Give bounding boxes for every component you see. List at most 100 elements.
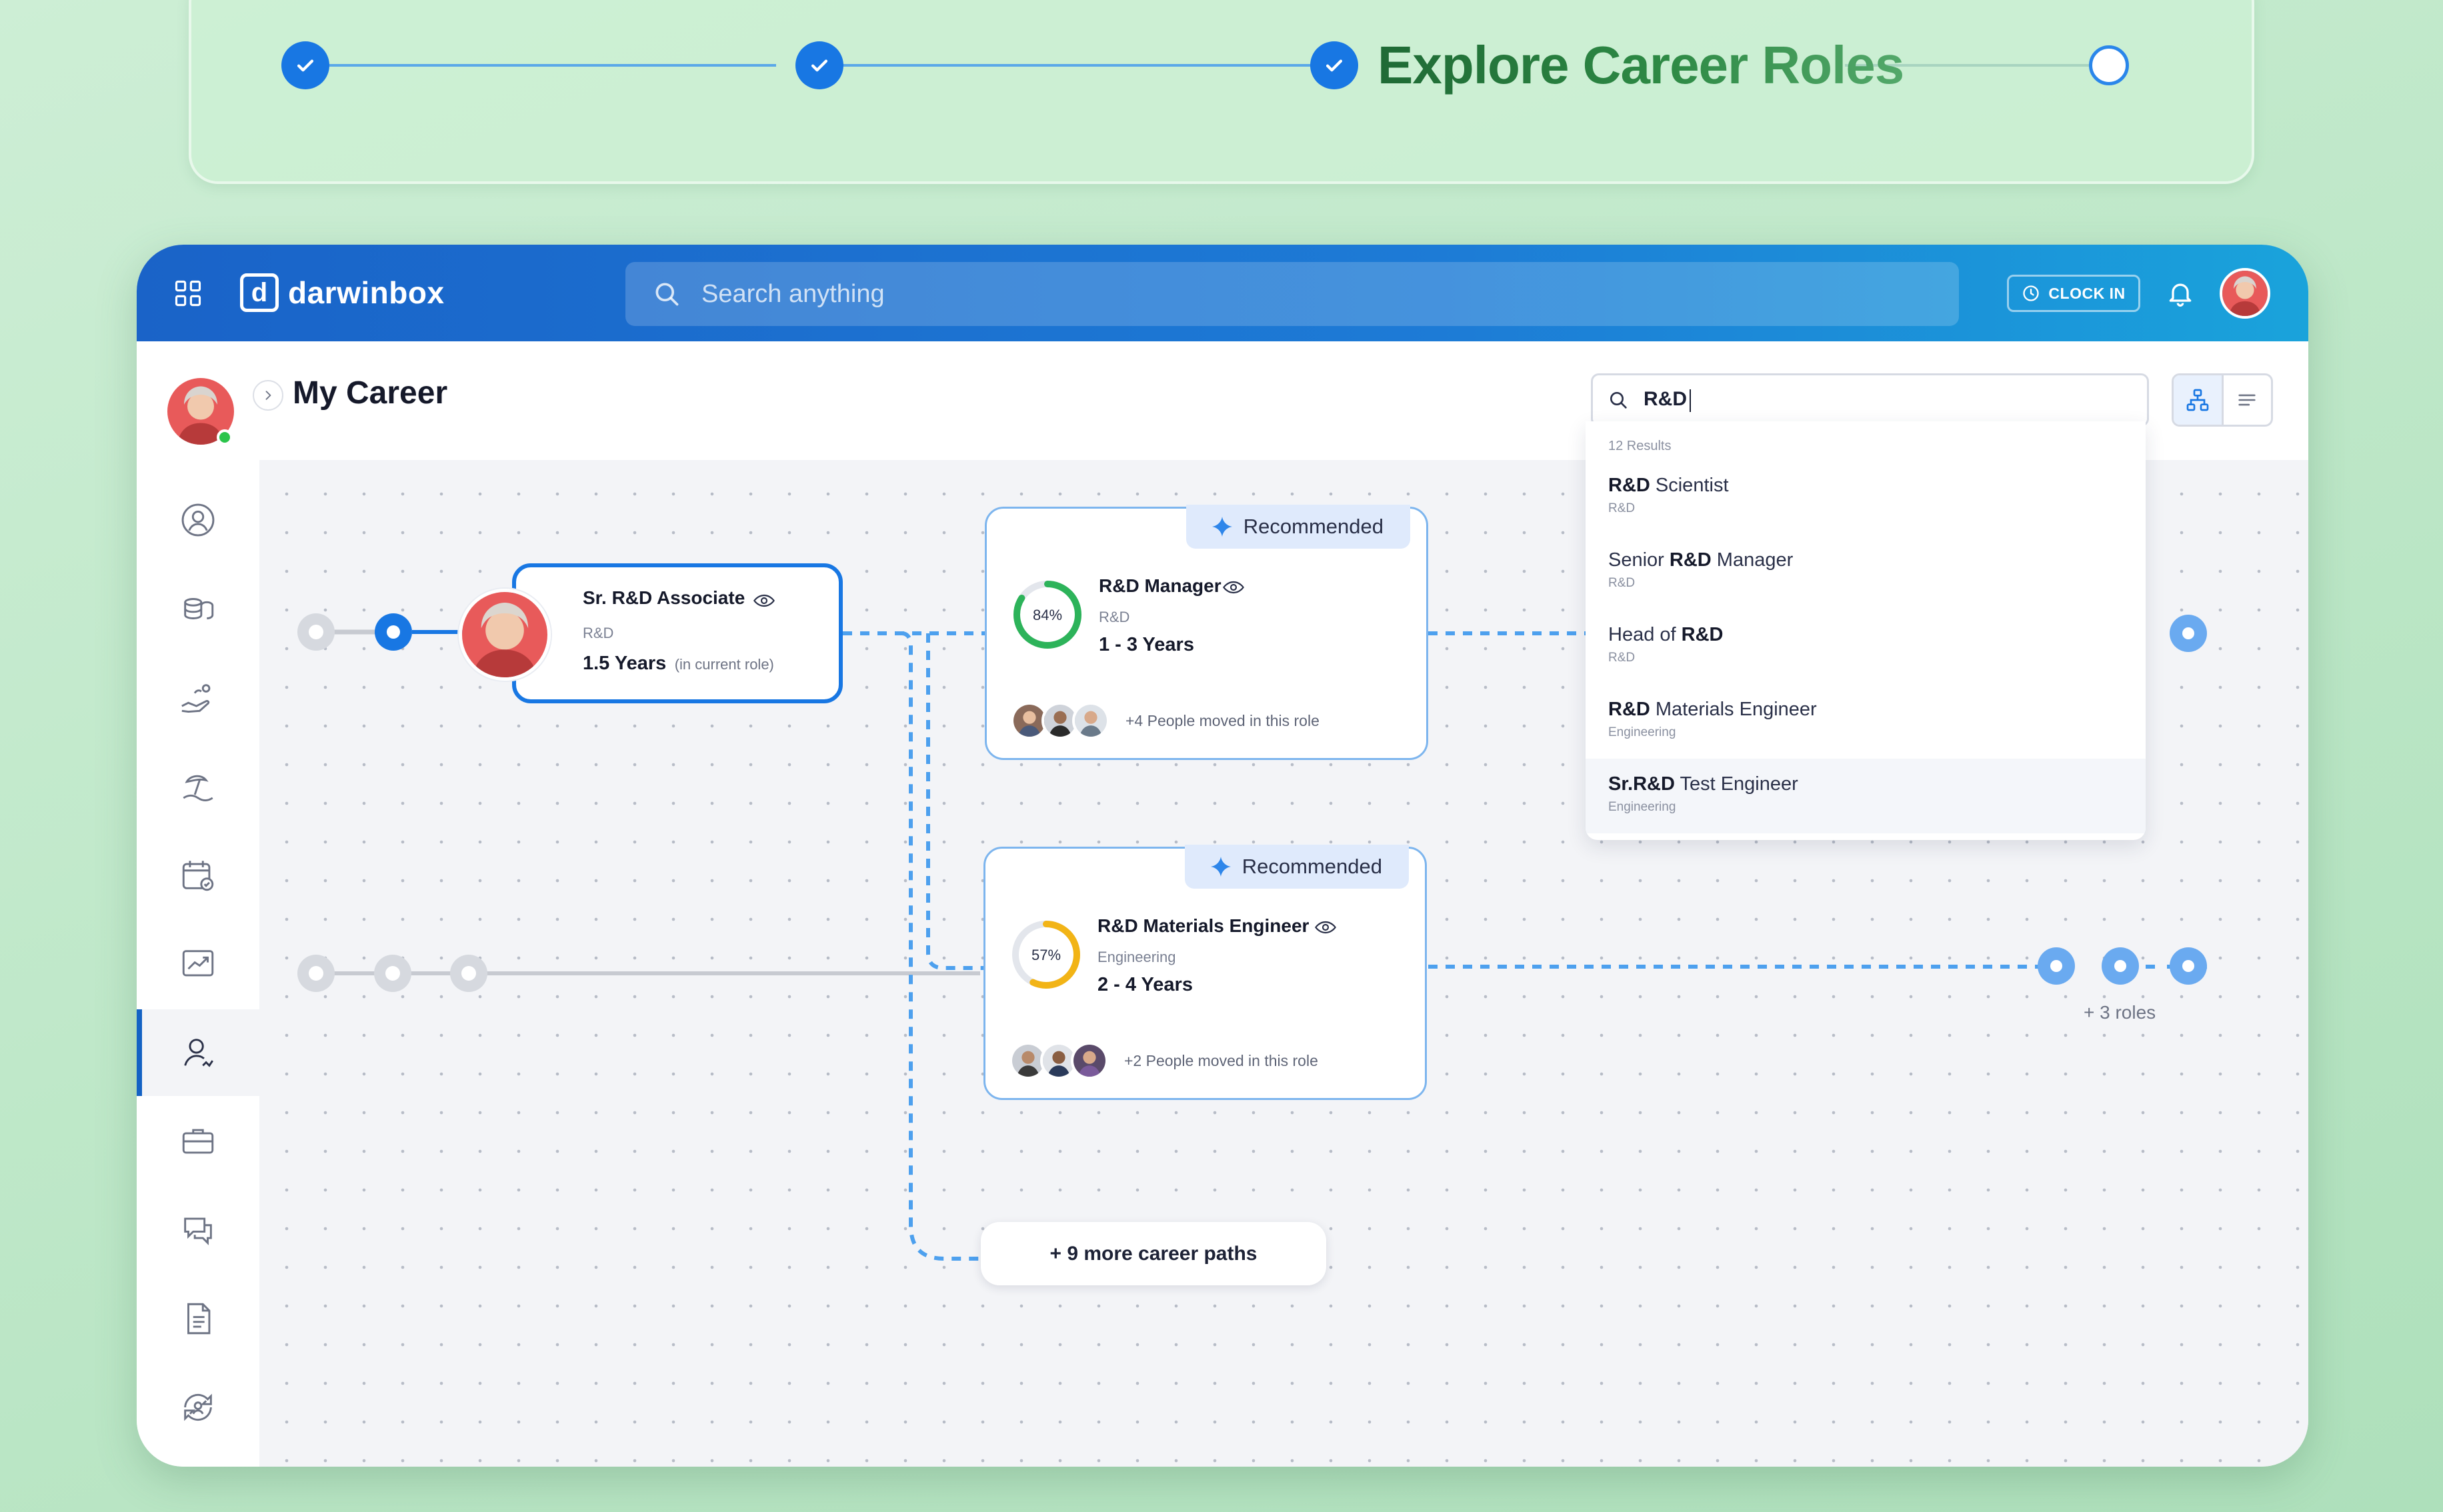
clock-in-button[interactable]: CLOCK IN (2007, 275, 2140, 312)
recommended-badge: Recommended (1185, 505, 1410, 549)
sidebar-item-payroll[interactable] (137, 565, 259, 652)
checkmark-icon (1326, 59, 1343, 72)
person-avatar (1040, 1042, 1077, 1079)
future-role-node[interactable] (2170, 947, 2207, 985)
role-department: Engineering (1097, 949, 1176, 965)
eye-icon[interactable] (1315, 919, 1336, 935)
role-department: R&D (583, 625, 614, 641)
person-avatar (1071, 1042, 1108, 1079)
sidebar-item-jobs[interactable] (137, 1098, 259, 1185)
chat-icon (184, 1217, 212, 1245)
clock-in-label: CLOCK IN (2048, 284, 2126, 302)
role-department: R&D (1099, 609, 1130, 625)
stepper-connector (831, 64, 1312, 67)
exit-cycle-icon (184, 1393, 212, 1421)
sidebar-expand-button[interactable] (253, 380, 283, 411)
checkmark-icon (297, 59, 314, 72)
chevron-right-icon (265, 391, 271, 400)
role-title: R&D Materials Engineer (1097, 915, 1310, 936)
past-role-node[interactable] (297, 613, 335, 651)
sidebar-item-documents[interactable] (137, 1275, 259, 1362)
briefcase-icon (182, 1129, 214, 1154)
step-title: Explore Career Roles (1378, 35, 1904, 95)
badge-label: Recommended (1243, 515, 1384, 538)
sidebar-item-profile[interactable] (137, 477, 259, 563)
role-title: Sr. R&D Associate (583, 587, 745, 608)
user-avatar[interactable] (2220, 268, 2270, 319)
people-moved[interactable]: +2 People moved in this role (1009, 1042, 1318, 1079)
apps-grid-icon[interactable] (174, 279, 202, 307)
search-placeholder: Search anything (701, 279, 885, 308)
result-role-name: Sr.R&D Test Engineer (1608, 773, 1798, 795)
future-role-node[interactable] (2038, 947, 2075, 985)
sparkle-icon (1211, 517, 1232, 537)
role-experience: 2 - 4 Years (1097, 974, 1193, 995)
sidebar-item-separation[interactable] (137, 1364, 259, 1451)
profile-avatar[interactable] (167, 378, 234, 445)
list-view-button[interactable] (2224, 375, 2272, 425)
progress-stepper: Explore Career Roles (189, 0, 2254, 184)
people-moved-label: +2 People moved in this role (1124, 1051, 1318, 1069)
current-role-node[interactable] (375, 613, 412, 651)
sidebar-item-career[interactable] (137, 1009, 259, 1096)
sidebar-item-feedback[interactable] (137, 1187, 259, 1273)
brand-logo[interactable]: d darwinbox (240, 273, 445, 312)
online-status-dot (217, 429, 233, 445)
more-career-paths-button[interactable]: + 9 more career paths (981, 1222, 1326, 1285)
past-role-node[interactable] (297, 955, 335, 992)
checkmark-icon (811, 59, 828, 72)
svg-text:84%: 84% (1033, 607, 1062, 623)
beach-leave-icon (183, 775, 213, 801)
tree-view-button[interactable] (2174, 375, 2224, 425)
result-department: Engineering (1608, 800, 1676, 814)
person-avatar (1072, 702, 1109, 739)
people-moved[interactable]: +4 People moved in this role (1011, 702, 1320, 739)
current-role-card[interactable]: Sr. R&D Associate R&D 1.5 Years (in curr… (512, 563, 843, 703)
text-cursor (1690, 389, 1691, 412)
future-role-node[interactable] (2102, 947, 2139, 985)
sidebar-item-leave[interactable] (137, 743, 259, 830)
sidebar-item-attendance[interactable] (137, 832, 259, 919)
sidebar-item-performance[interactable] (137, 921, 259, 1007)
list-icon (2238, 394, 2256, 406)
result-department: Engineering (1608, 725, 1676, 739)
step-3-current (1310, 41, 1358, 89)
past-role-node[interactable] (374, 955, 411, 992)
global-search-input[interactable]: Search anything (625, 262, 1959, 326)
past-role-node[interactable] (450, 955, 487, 992)
role-title: R&D Manager (1099, 575, 1222, 596)
eye-icon[interactable] (753, 593, 775, 609)
future-role-node[interactable] (2170, 615, 2207, 652)
results-count: 12 Results (1608, 439, 1672, 453)
badge-label: Recommended (1242, 855, 1382, 878)
view-toggle (2172, 373, 2273, 427)
hierarchy-icon (2186, 389, 2209, 411)
result-role-name: R&D Scientist (1608, 475, 1729, 496)
logo-mark: d (240, 273, 279, 312)
person-avatar (1009, 1042, 1047, 1079)
top-navigation-bar: d darwinbox Search anything CLOCK IN (137, 245, 2308, 341)
recommended-role-card[interactable]: Recommended 57% R&D Materials Engineer E… (983, 845, 1427, 1100)
bell-icon[interactable] (2166, 277, 2195, 310)
recommended-role-card[interactable]: Recommended 84% R&D Manager R&D 1 - 3 Ye… (985, 505, 1428, 760)
profile-icon (181, 503, 215, 537)
sidebar-item-benefits[interactable] (137, 655, 259, 741)
result-role-name: R&D Materials Engineer (1608, 699, 1817, 720)
more-roles-label[interactable]: + 3 roles (2084, 1002, 2156, 1023)
svg-text:57%: 57% (1031, 947, 1061, 963)
match-ring: 84% (1013, 581, 1081, 649)
eye-icon[interactable] (1223, 579, 1244, 595)
role-tenure: 1.5 Years (583, 653, 667, 674)
match-ring: 57% (1012, 921, 1080, 989)
tenure-note: (in current role) (674, 656, 774, 673)
search-icon (1610, 392, 1627, 409)
sparkle-icon (1210, 857, 1231, 877)
stepper-connector (316, 64, 776, 67)
recommended-badge: Recommended (1184, 845, 1409, 889)
